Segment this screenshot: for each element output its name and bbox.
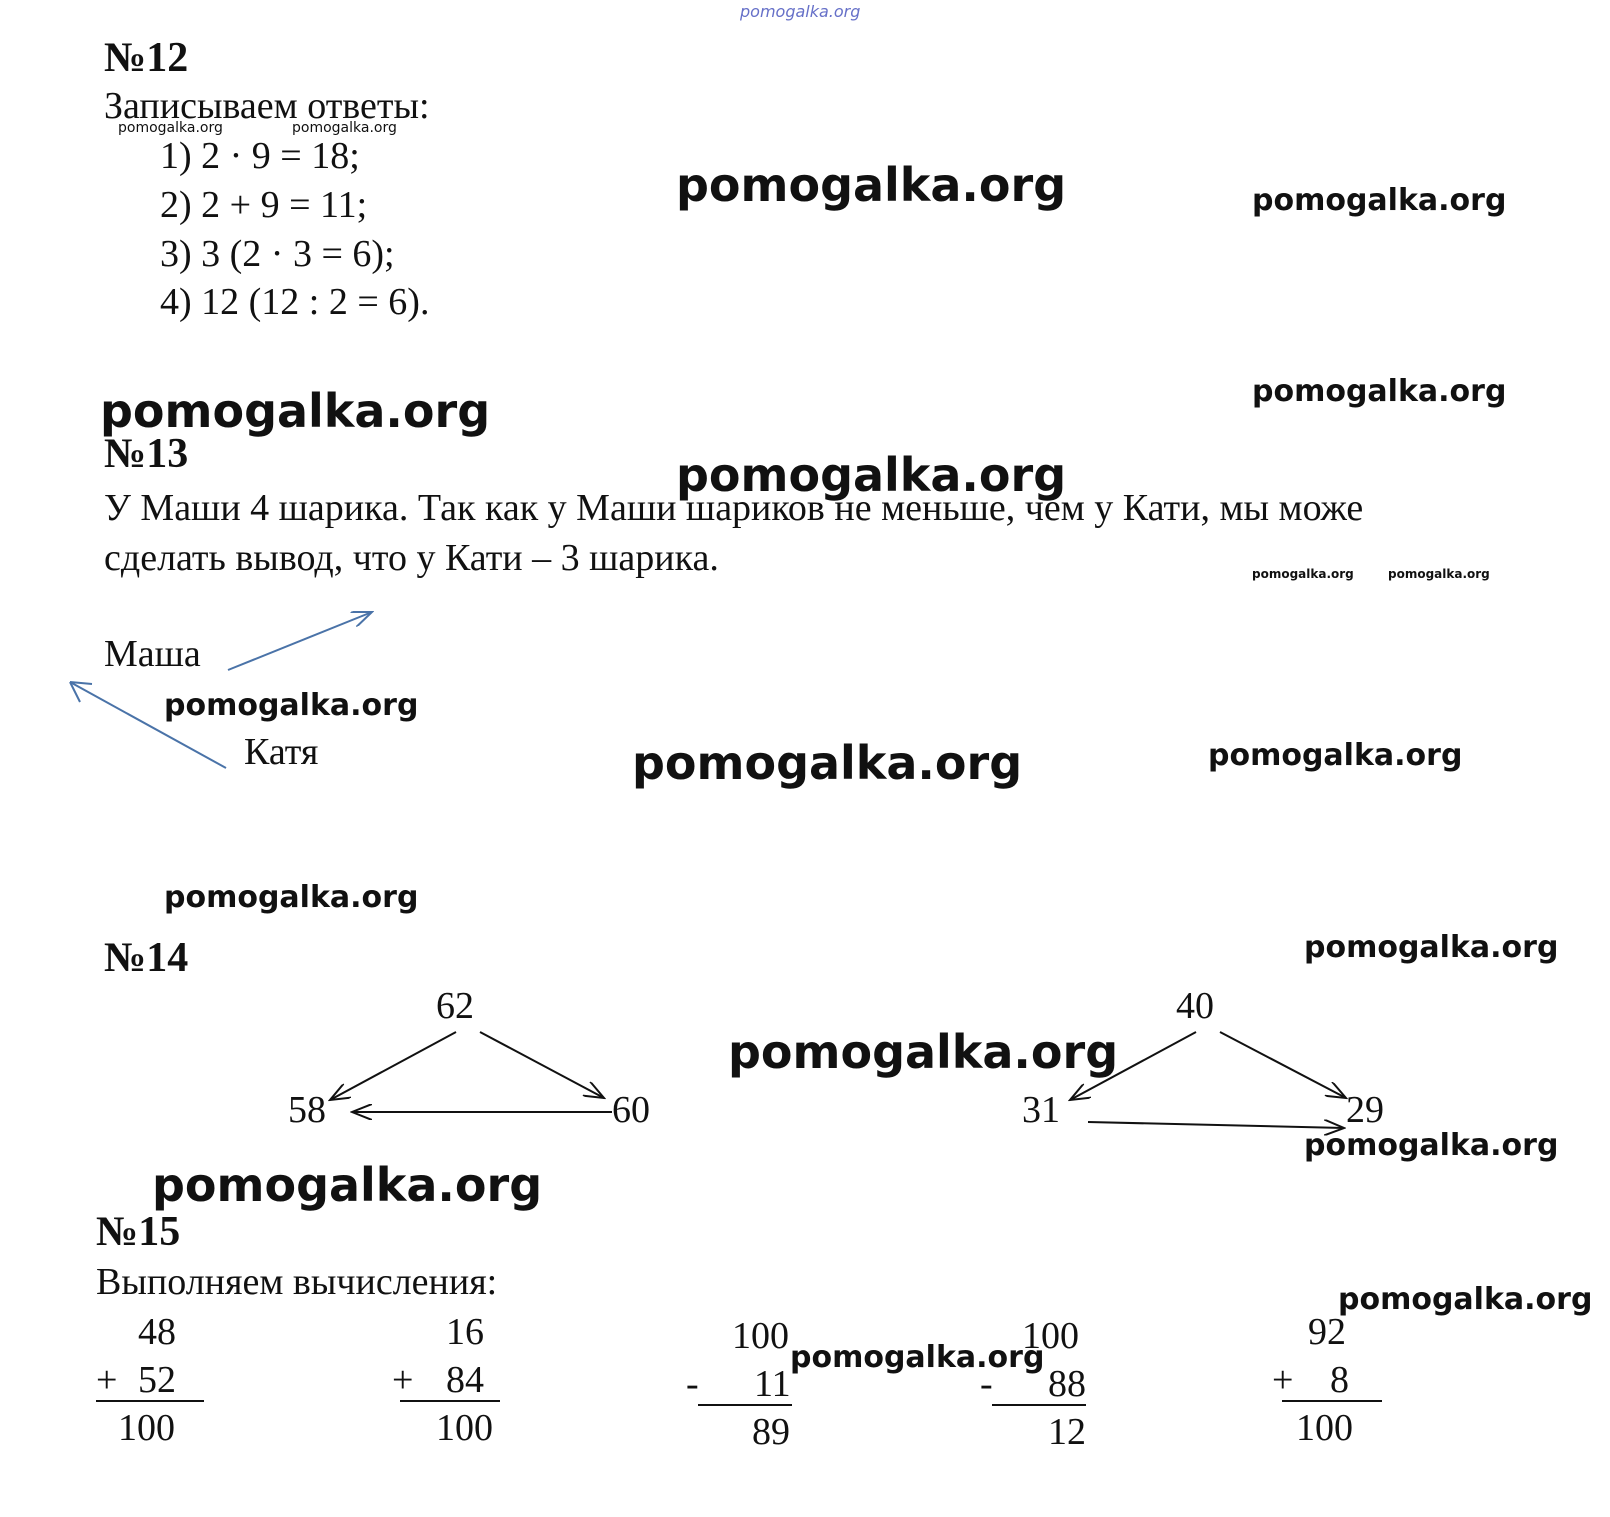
graph-node: 31 xyxy=(1022,1089,1060,1131)
calc-operand-b: 8 xyxy=(1330,1359,1349,1401)
watermark: pomogalka.org xyxy=(1252,183,1507,218)
watermark: pomogalka.org xyxy=(632,736,1023,790)
calc-rule xyxy=(96,1400,204,1402)
arrow xyxy=(330,1031,457,1100)
task15-intro: Выполняем вычисления: xyxy=(96,1261,498,1303)
graph-node: 58 xyxy=(288,1089,326,1131)
watermark: pomogalka.org xyxy=(676,448,1067,502)
arrow xyxy=(1219,1031,1346,1098)
graph-node: 60 xyxy=(612,1089,650,1131)
watermark: pomogalka.org xyxy=(1338,1282,1593,1317)
calc-operand-b: 88 xyxy=(1048,1363,1086,1405)
task13-text-line: сделать вывод, что у Кати – 3 шарика. xyxy=(104,537,719,579)
task12-item: 1) 2 · 9 = 18; xyxy=(160,135,360,177)
task13-text-line: У Маши 4 шарика. Так как у Маши шариков … xyxy=(104,487,1364,529)
watermark-top: pomogalka.org xyxy=(740,2,861,21)
task12-item: 3) 3 (2 · 3 = 6); xyxy=(160,233,395,275)
calc-operand-a: 92 xyxy=(1308,1311,1346,1353)
calc-operand-a: 16 xyxy=(446,1311,484,1353)
watermark: pomogalka.org xyxy=(1304,930,1559,965)
calc-operand-b: 84 xyxy=(446,1359,484,1401)
calc-operand-a: 100 xyxy=(732,1315,789,1357)
calc-result: 100 xyxy=(436,1407,493,1449)
calc-operand-a: 48 xyxy=(138,1311,176,1353)
watermark: pomogalka.org xyxy=(118,120,223,136)
calc-result: 89 xyxy=(752,1411,790,1453)
arrow xyxy=(479,1031,604,1098)
watermark: pomogalka.org xyxy=(1252,374,1507,409)
calc-operator: + xyxy=(392,1359,414,1401)
calc-rule xyxy=(1282,1400,1382,1402)
calc-rule xyxy=(992,1404,1086,1406)
graph-node: 40 xyxy=(1176,985,1214,1027)
calc-rule xyxy=(400,1400,500,1402)
label-masha: Маша xyxy=(104,633,201,675)
calc-operator: - xyxy=(686,1363,699,1405)
calc-result: 100 xyxy=(118,1407,175,1449)
arrow-masha xyxy=(227,612,372,671)
graph-node: 62 xyxy=(436,985,474,1027)
watermark: pomogalka.org xyxy=(164,880,419,915)
watermark: pomogalka.org xyxy=(292,120,397,136)
calc-result: 100 xyxy=(1296,1407,1353,1449)
watermark: pomogalka.org xyxy=(152,1158,543,1212)
calc-result: 12 xyxy=(1048,1411,1086,1453)
task12-heading: №12 xyxy=(104,35,189,81)
watermark: pomogalka.org xyxy=(790,1340,1045,1375)
calc-operand-b: 11 xyxy=(754,1363,791,1405)
watermark: pomogalka.org xyxy=(1208,738,1463,773)
watermark: pomogalka.org xyxy=(1388,567,1490,581)
calc-rule xyxy=(698,1404,792,1406)
watermark: pomogalka.org xyxy=(728,1025,1119,1079)
task12-item: 4) 12 (12 : 2 = 6). xyxy=(160,281,430,323)
calc-operand-a: 100 xyxy=(1022,1315,1079,1357)
calc-operator: - xyxy=(980,1363,993,1405)
watermark: pomogalka.org xyxy=(676,158,1067,212)
calc-operand-b: 52 xyxy=(138,1359,176,1401)
task15-heading: №15 xyxy=(96,1209,181,1255)
task12-item: 2) 2 + 9 = 11; xyxy=(160,184,368,226)
task14-heading: №14 xyxy=(104,935,189,981)
task13-heading: №13 xyxy=(104,431,189,477)
watermark: pomogalka.org xyxy=(1304,1128,1559,1163)
watermark: pomogalka.org xyxy=(1252,567,1354,581)
watermark: pomogalka.org xyxy=(100,384,491,438)
calc-operator: + xyxy=(96,1359,118,1401)
task12-intro: Записываем ответы: xyxy=(104,85,430,127)
graph-node: 29 xyxy=(1346,1089,1384,1131)
label-katya: Катя xyxy=(244,731,319,773)
calc-operator: + xyxy=(1272,1359,1294,1401)
watermark: pomogalka.org xyxy=(164,688,419,723)
